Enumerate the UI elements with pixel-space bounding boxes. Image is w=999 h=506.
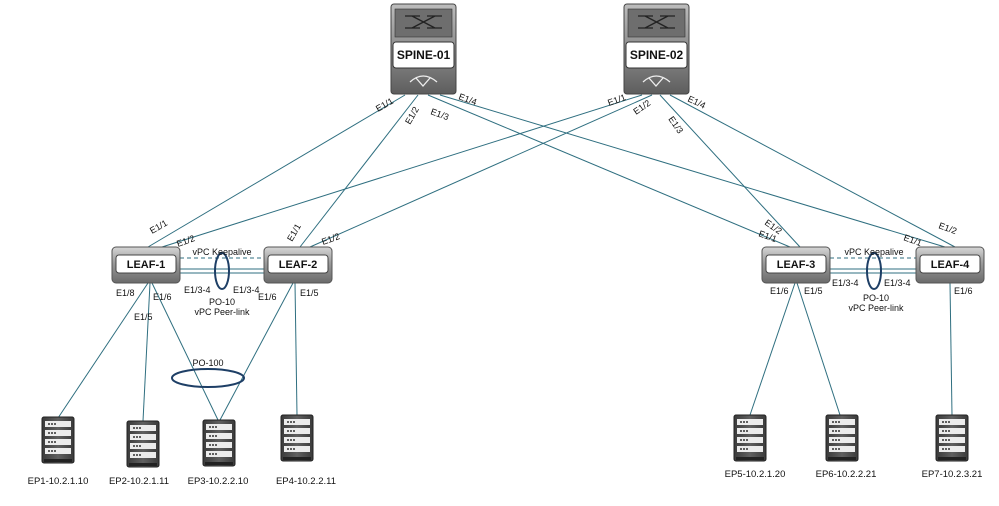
port-label: E1/5 [134,312,153,322]
ep1-server[interactable] [41,416,75,464]
vpc-right-port-b: E1/3-4 [884,278,911,288]
po100-oval [171,368,245,388]
link-spine01-leaf4 [439,94,946,248]
vpc-left-port-b: E1/3-4 [233,285,260,295]
link-spine02-leaf1 [161,94,643,248]
link-leaf4-ep7 [949,282,953,416]
vpc-right-po-label: PO-10 [863,293,889,303]
ep3-server[interactable] [202,419,236,467]
server-icon [280,414,314,462]
port-label: E1/4 [686,94,707,111]
link-leaf2-ep4 [294,282,298,416]
ep5-label: EP5-10.2.1.20 [725,469,786,480]
ep2-server[interactable] [126,420,160,468]
link-leaf1-ep3 [151,282,219,421]
server-icon [41,416,75,464]
port-label: E1/1 [285,222,303,243]
server-icon [935,414,969,462]
vpc-left-keepalive-label: vPC Keepalive [192,247,251,257]
port-label: E1/6 [770,286,789,296]
spine-02-label: SPINE-02 [630,48,684,62]
link-spine01-leaf1 [147,94,406,248]
vpc-left-po-label: PO-10 [209,297,235,307]
link-spine01-leaf3 [427,94,791,248]
ep6-label: EP6-10.2.2.21 [816,469,877,480]
ep4-label: EP4-10.2.2.11 [276,476,336,487]
spine-01[interactable]: SPINE-01 [390,3,457,95]
leaf-4[interactable]: LEAF-4 [915,246,985,284]
leaf-3[interactable]: LEAF-3 [761,246,831,284]
vpc-left-port-a: E1/3-4 [184,285,211,295]
port-label: E1/2 [937,220,958,236]
ep7-label: EP7-10.2.3.21 [922,469,983,480]
leaf-2[interactable]: LEAF-2 [263,246,333,284]
link-spine02-leaf2 [309,94,653,248]
port-label: E1/3 [666,114,685,135]
switch-arrows-icon [642,75,671,87]
switch-fabric-icon [405,15,442,29]
port-label: E1/6 [954,286,973,296]
link-spine02-leaf4 [669,94,956,248]
ep7-server[interactable] [935,414,969,462]
link-leaf2-ep3 [219,282,294,421]
leaf-1[interactable]: LEAF-1 [111,246,181,284]
port-label: E1/2 [320,231,341,247]
port-label: E1/1 [902,232,923,248]
vpc-right-keepalive-label: vPC Keepalive [844,247,903,257]
server-icon [825,414,859,462]
port-label: E1/5 [300,288,319,298]
link-leaf1-ep1 [57,282,149,419]
vpc-right-peerlink-label: vPC Peer-link [848,303,904,313]
ep4-server[interactable] [280,414,314,462]
server-icon [733,414,767,462]
link-spine01-leaf2 [299,94,419,248]
link-leaf1-ep2 [142,282,151,422]
server-icon [126,420,160,468]
links [57,94,956,422]
port-label: E1/2 [403,105,421,126]
leaf-4-label: LEAF-4 [931,259,970,271]
leaf-1-label: LEAF-1 [127,259,166,271]
spine-02[interactable]: SPINE-02 [623,3,690,95]
link-leaf3-ep5 [749,282,796,416]
port-label: E1/8 [116,288,135,298]
port-label: E1/6 [258,292,277,302]
link-leaf3-ep6 [796,282,841,416]
spine-01-label: SPINE-01 [397,48,451,62]
link-spine02-leaf3 [659,94,801,248]
switch-arrows-icon [409,75,438,87]
port-label: E1/3 [429,106,450,122]
port-label: E1/2 [631,98,652,117]
ep2-label: EP2-10.2.1.11 [109,476,169,487]
leaf-3-label: LEAF-3 [777,259,816,271]
ep5-server[interactable] [733,414,767,462]
switch-fabric-icon [638,15,675,29]
vpc-left-peerlink-label: vPC Peer-link [194,307,250,317]
leaf-2-label: LEAF-2 [279,259,318,271]
port-label: E1/4 [457,91,478,107]
server-icon [202,419,236,467]
port-label: E1/1 [148,218,169,236]
ep6-server[interactable] [825,414,859,462]
vpc-right-peer-oval [866,252,882,290]
vpc-right-port-a: E1/3-4 [832,278,859,288]
port-label: E1/6 [153,292,172,302]
port-label: E1/1 [374,96,395,114]
port-label: E1/5 [804,286,823,296]
po100-label: PO-100 [192,358,223,368]
port-label: E1/1 [606,92,627,108]
ep1-label: EP1-10.2.1.10 [28,476,89,487]
vpc-left-peer-oval [214,252,230,290]
ep3-label: EP3-10.2.2.10 [188,476,249,487]
